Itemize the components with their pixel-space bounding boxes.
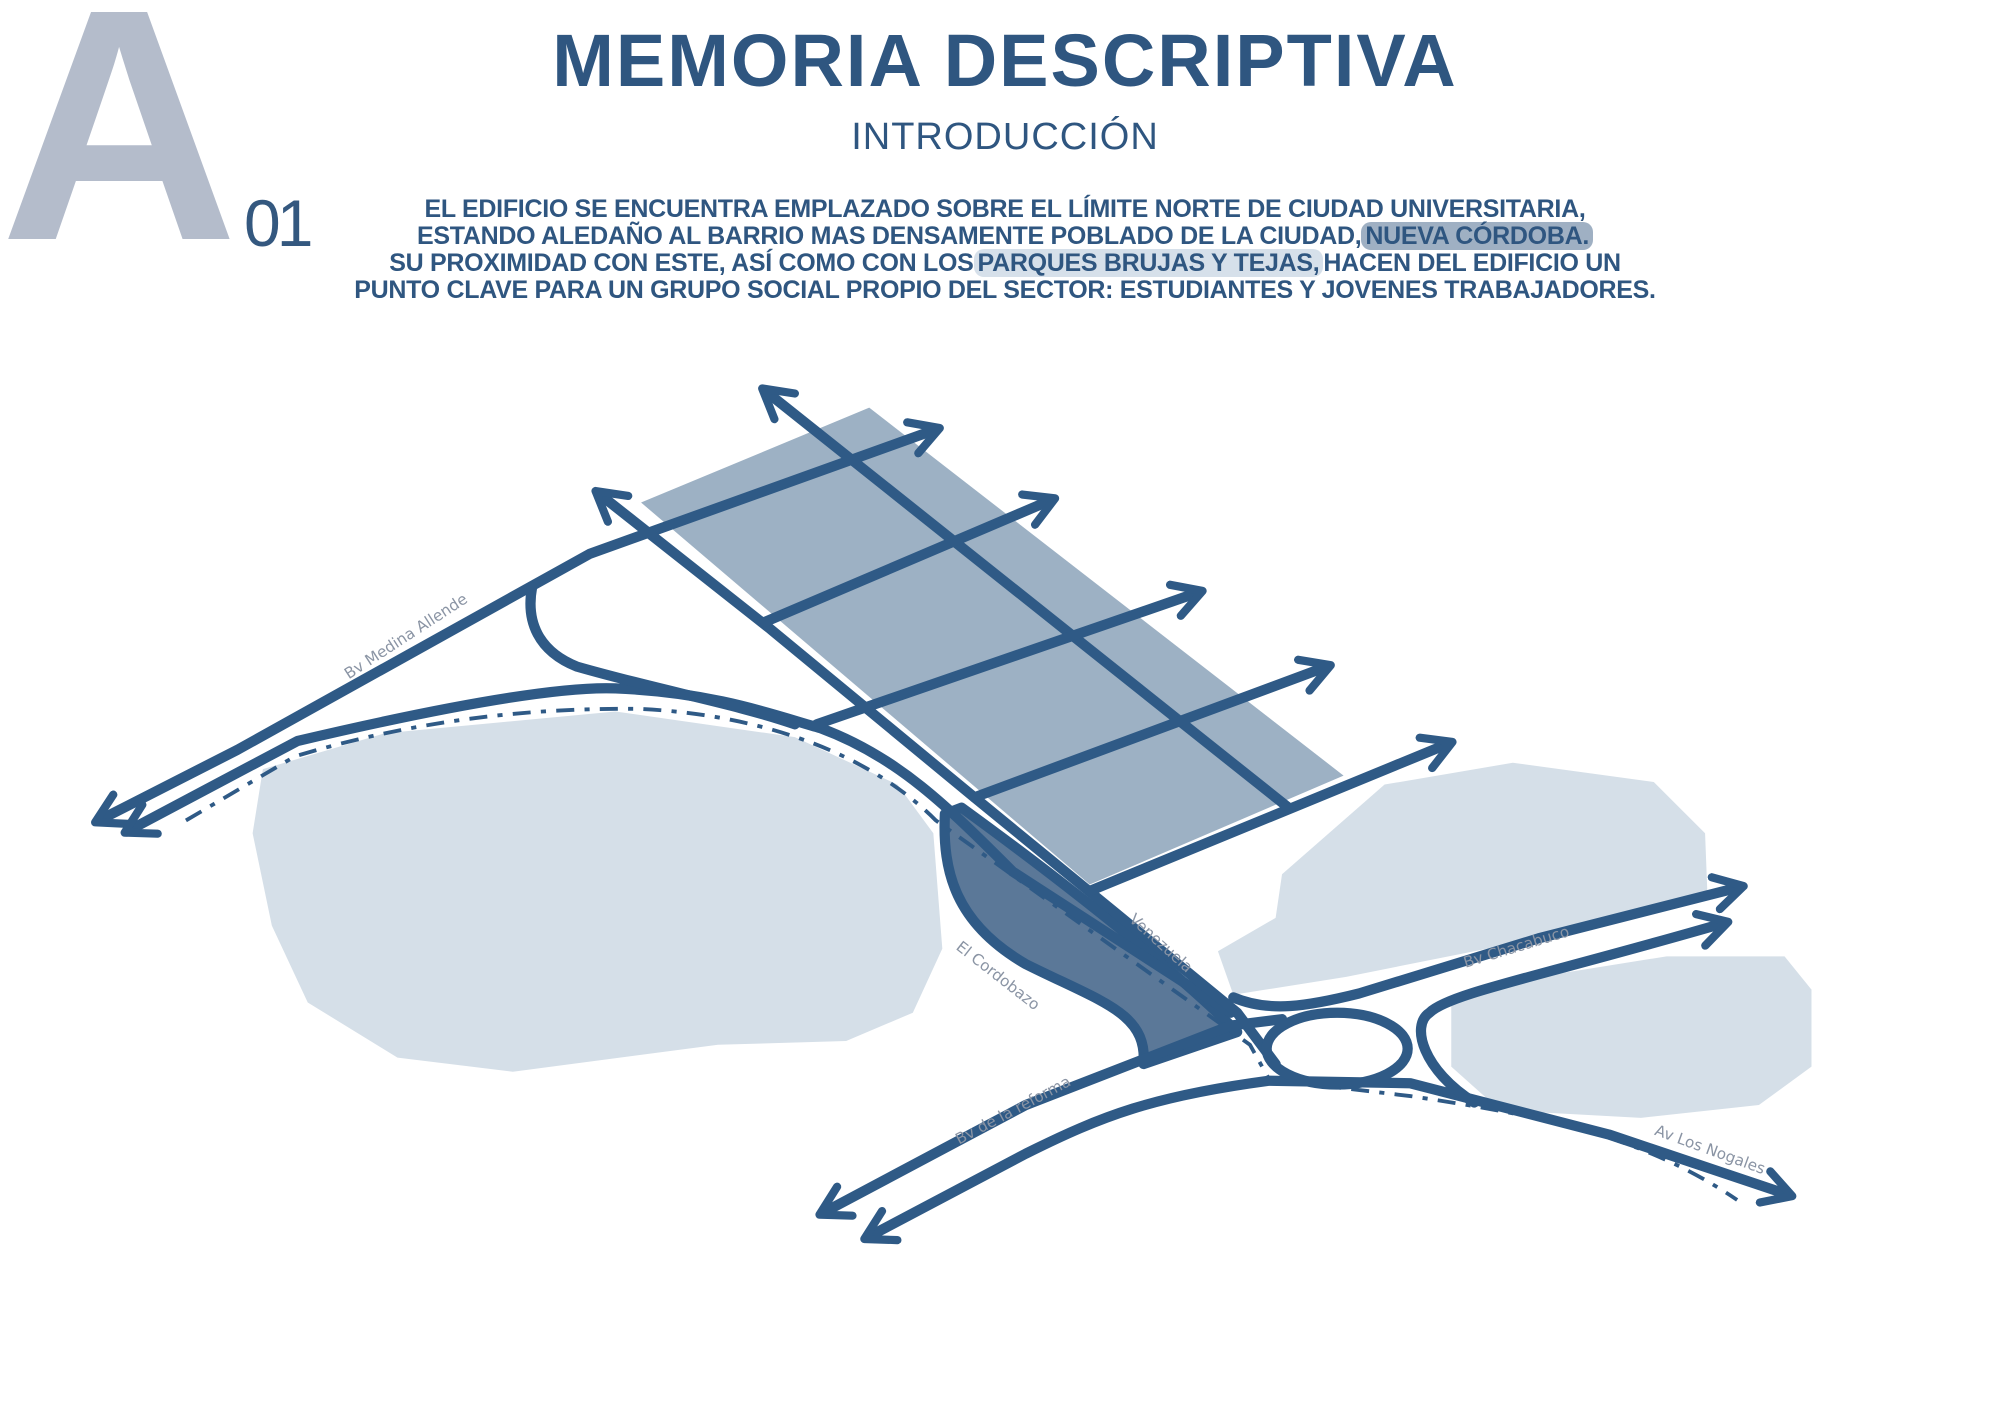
road-cross-3	[969, 655, 1335, 803]
intro-line: SU PROXIMIDAD CON ESTE, ASÍ COMO CON LOS…	[389, 249, 1621, 277]
intro-line: ESTANDO ALEDAÑO AL BARRIO MAS DENSAMENTE…	[417, 222, 1593, 250]
section-number: 01	[244, 186, 313, 260]
intro-line: PUNTO CLAVE PARA UN GRUPO SOCIAL PROPIO …	[354, 276, 1656, 304]
road-cross-2	[811, 580, 1207, 730]
road-diagonal	[758, 384, 1294, 813]
park-right-upper	[1217, 762, 1708, 995]
park-right-lower	[1451, 956, 1812, 1118]
park-left	[252, 711, 943, 1072]
highlight-nueva-cordoba: NUEVA CÓRDOBA.	[1361, 222, 1593, 250]
section-letter: A	[0, 0, 239, 309]
road-chacabuco-south	[1416, 909, 1733, 1108]
page-title: MEMORIA DESCRIPTIVA	[552, 19, 1458, 102]
intro-paragraph: EL EDIFICIO SE ENCUENTRA EMPLAZADO SOBRE…	[0, 196, 2000, 304]
road-medina-allende	[91, 418, 944, 829]
title-wrap: MEMORIA DESCRIPTIVA	[0, 18, 2000, 103]
road-chacabuco	[1228, 873, 1748, 1012]
intro-text: HACEN DEL EDIFICIO UN	[1323, 249, 1621, 277]
roundabout	[1261, 1007, 1413, 1090]
road-reforma-south	[860, 1075, 1797, 1245]
highlight-parques: PARQUES BRUJAS Y TEJAS,	[973, 249, 1324, 277]
road-cross-4	[1084, 733, 1457, 897]
road-cross-1	[760, 490, 1060, 627]
subtitle-wrap: INTRODUCCIÓN	[0, 116, 2000, 160]
road-reforma-north	[815, 1014, 1288, 1220]
section-subtitle: INTRODUCCIÓN	[851, 116, 1159, 158]
intro-text: SU PROXIMIDAD CON ESTE, ASÍ COMO CON LOS	[389, 249, 974, 277]
intro-text: ESTANDO ALEDAÑO AL BARRIO MAS DENSAMENTE…	[417, 222, 1362, 250]
intro-line: EL EDIFICIO SE ENCUENTRA EMPLAZADO SOBRE…	[424, 195, 1586, 223]
road-loop	[525, 582, 801, 730]
